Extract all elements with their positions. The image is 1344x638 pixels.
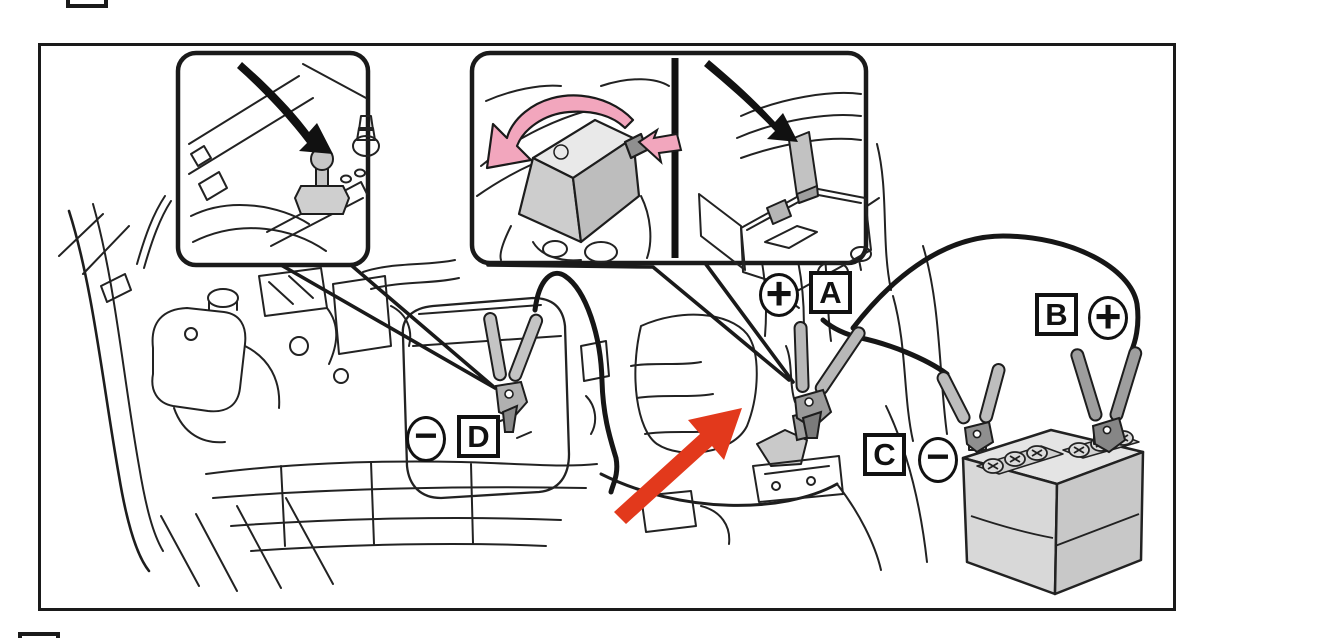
pink-rotate-arrow [485,94,635,170]
label-c-box: C [863,433,906,476]
label-b-box: B [1035,293,1078,336]
cable-negative-d [532,270,620,495]
clamp-d [483,312,544,439]
label-a-box: A [809,271,852,314]
engine-bay-line-art [58,135,948,592]
cropped-step-box-bottom [18,632,60,638]
clamp-a [793,321,866,439]
engine-bay-illustration [58,50,1145,596]
red-pointer-arrow [614,408,742,524]
negative-sign-c: − [918,437,958,483]
label-d-box: D [457,415,500,458]
positive-sign-b: + [1088,293,1128,340]
pink-push-arrow [637,127,683,165]
clamp-c [936,363,1006,454]
clamp-b [1070,346,1143,454]
terminal-lid-open [766,131,819,225]
cropped-step-box-top [66,0,108,8]
callout-leaders [279,261,795,390]
illustration-frame [38,43,1176,611]
ground-stud [293,147,351,215]
black-callout-arrow-left-inset [237,62,333,154]
positive-sign-a: + [759,270,799,317]
fuse-box-inset [469,50,872,309]
fuse-box-cover [517,118,649,244]
negative-sign-d: − [406,416,446,462]
booster-battery [961,426,1145,596]
black-callout-arrow-right-inset [704,60,798,142]
ground-stud-inset [175,50,380,268]
cable-positive-a-to-b [850,233,1141,355]
